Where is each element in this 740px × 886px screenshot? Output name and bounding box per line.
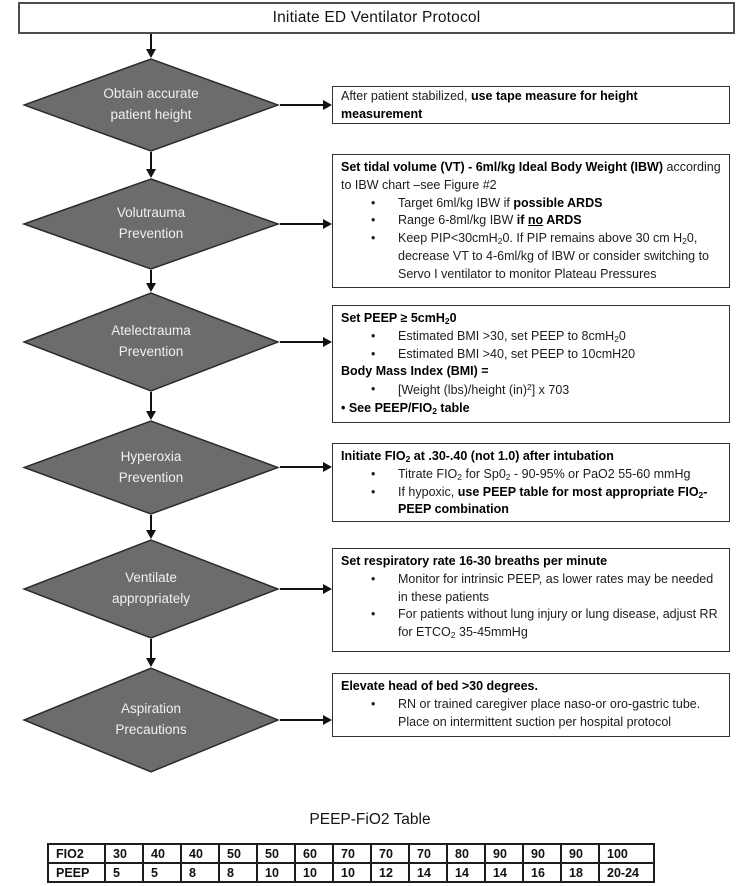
value-cell: 14 xyxy=(484,862,524,883)
diamond-ventilate-appropriately: Ventilate appropriately xyxy=(22,539,280,639)
value-cell: 16 xyxy=(522,862,562,883)
detail-bullet-line: If hypoxic, use PEEP table for most appr… xyxy=(341,484,721,520)
row-label-cell: PEEP xyxy=(47,862,106,883)
diamond-shape xyxy=(22,539,280,639)
value-cell: 5 xyxy=(142,862,182,883)
detail-text-line: After patient stabilized, use tape measu… xyxy=(341,88,638,121)
diamond-shape xyxy=(22,178,280,270)
detail-text-line: • See PEEP/FIO2 table xyxy=(341,400,470,416)
diamond-obtain-height: Obtain accurate patient height xyxy=(22,58,280,152)
diamond-label: Volutrauma Prevention xyxy=(116,205,186,241)
diamond-shape xyxy=(22,58,280,152)
value-cell: 70 xyxy=(370,843,410,864)
detail-text-line: Set PEEP ≥ 5cmH20 xyxy=(341,311,457,327)
diamond-shape xyxy=(22,667,280,773)
value-cell: 40 xyxy=(180,843,220,864)
value-cell: 40 xyxy=(142,843,182,864)
detail-bullet-line: [Weight (lbs)/height (in)2] x 703 xyxy=(341,381,721,400)
arrow-right-icon xyxy=(280,715,332,725)
diamond-shape xyxy=(22,420,280,515)
detail-bullet-line: Estimated BMI >40, set PEEP to 10cmH20 xyxy=(341,346,721,364)
value-cell: 90 xyxy=(560,843,600,864)
arrow-down-icon xyxy=(146,515,156,539)
value-cell: 8 xyxy=(218,862,258,883)
peep-fio2-table-title: PEEP-FiO2 Table xyxy=(309,811,431,828)
value-cell: 12 xyxy=(370,862,410,883)
value-cell: 90 xyxy=(522,843,562,864)
detail-box-hyperoxia: Initiate FIO2 at .30-.40 (not 1.0) after… xyxy=(332,443,730,522)
value-cell: 8 xyxy=(180,862,220,883)
protocol-title: Initiate ED Ventilator Protocol xyxy=(272,9,481,26)
diamond-hyperoxia-prevention: Hyperoxia Prevention xyxy=(22,420,280,515)
value-cell: 70 xyxy=(332,843,372,864)
value-cell: 10 xyxy=(332,862,372,883)
detail-box-volutrauma: Set tidal volume (VT) - 6ml/kg Ideal Bod… xyxy=(332,154,730,288)
arrow-right-icon xyxy=(280,584,332,594)
row-label-cell: FIO2 xyxy=(47,843,106,864)
value-cell: 100 xyxy=(598,843,655,864)
detail-bullet-line: Keep PIP<30cmH20. If PIP remains above 3… xyxy=(341,230,721,283)
value-cell: 10 xyxy=(256,862,296,883)
detail-bullet-line: Titrate FIO2 for Sp02 - 90-95% or PaO2 5… xyxy=(341,466,721,484)
arrow-right-icon xyxy=(280,337,332,347)
detail-box-obtain-height: After patient stabilized, use tape measu… xyxy=(332,86,730,124)
value-cell: 60 xyxy=(294,843,334,864)
value-cell: 30 xyxy=(104,843,144,864)
detail-text-line: Initiate FIO2 at .30-.40 (not 1.0) after… xyxy=(341,449,614,465)
value-cell: 20-24 xyxy=(598,862,655,883)
diamond-label: Ventilate appropriately xyxy=(111,570,191,606)
value-cell: 80 xyxy=(446,843,486,864)
arrow-down-icon xyxy=(146,152,156,178)
detail-bullet-line: Target 6ml/kg IBW if possible ARDS xyxy=(341,195,721,213)
detail-text-line: Elevate head of bed >30 degrees. xyxy=(341,679,538,693)
diamond-label: Atelectrauma Prevention xyxy=(111,323,191,359)
value-cell: 70 xyxy=(408,843,448,864)
value-cell: 10 xyxy=(294,862,334,883)
detail-box-ventilate: Set respiratory rate 16-30 breaths per m… xyxy=(332,548,730,652)
detail-box-aspiration: Elevate head of bed >30 degrees. RN or tr… xyxy=(332,673,730,737)
arrow-right-icon xyxy=(280,462,332,472)
value-cell: 18 xyxy=(560,862,600,883)
detail-text-line: Body Mass Index (BMI) = xyxy=(341,364,489,379)
detail-bullet-line: Monitor for intrinsic PEEP, as lower rat… xyxy=(341,571,721,607)
diamond-volutrauma-prevention: Volutrauma Prevention xyxy=(22,178,280,270)
arrow-right-icon xyxy=(280,100,332,110)
detail-bullet-line: RN or trained caregiver place naso-or or… xyxy=(341,696,721,732)
diamond-label: Obtain accurate patient height xyxy=(103,86,199,122)
detail-bullet-line: Estimated BMI >30, set PEEP to 8cmH20 xyxy=(341,328,721,346)
detail-text-line: Set respiratory rate 16-30 breaths per m… xyxy=(341,554,608,568)
arrow-down-icon xyxy=(146,270,156,292)
arrow-down-icon xyxy=(146,639,156,667)
detail-bullet-line: Range 6-8ml/kg IBW if no ARDS xyxy=(341,212,721,230)
diamond-aspiration-precautions: Aspiration Precautions xyxy=(22,667,280,773)
arrow-down-icon xyxy=(146,34,156,58)
detail-box-atelectrauma: Set PEEP ≥ 5cmH20Estimated BMI >30, set … xyxy=(332,305,730,423)
value-cell: 14 xyxy=(408,862,448,883)
diamond-label: Aspiration Precautions xyxy=(115,701,187,737)
protocol-title-box: Initiate ED Ventilator Protocol xyxy=(18,2,735,34)
value-cell: 50 xyxy=(218,843,258,864)
arrow-right-icon xyxy=(280,219,332,229)
value-cell: 90 xyxy=(484,843,524,864)
value-cell: 5 xyxy=(104,862,144,883)
detail-text-line: Set tidal volume (VT) - 6ml/kg Ideal Bod… xyxy=(341,160,721,192)
diamond-label: Hyperoxia Prevention xyxy=(118,448,184,485)
diamond-shape xyxy=(22,292,280,392)
value-cell: 14 xyxy=(446,862,486,883)
detail-bullet-line: For patients without lung injury or lung… xyxy=(341,606,721,642)
diamond-atelectrauma-prevention: Atelectrauma Prevention xyxy=(22,292,280,392)
value-cell: 50 xyxy=(256,843,296,864)
arrow-down-icon xyxy=(146,392,156,420)
